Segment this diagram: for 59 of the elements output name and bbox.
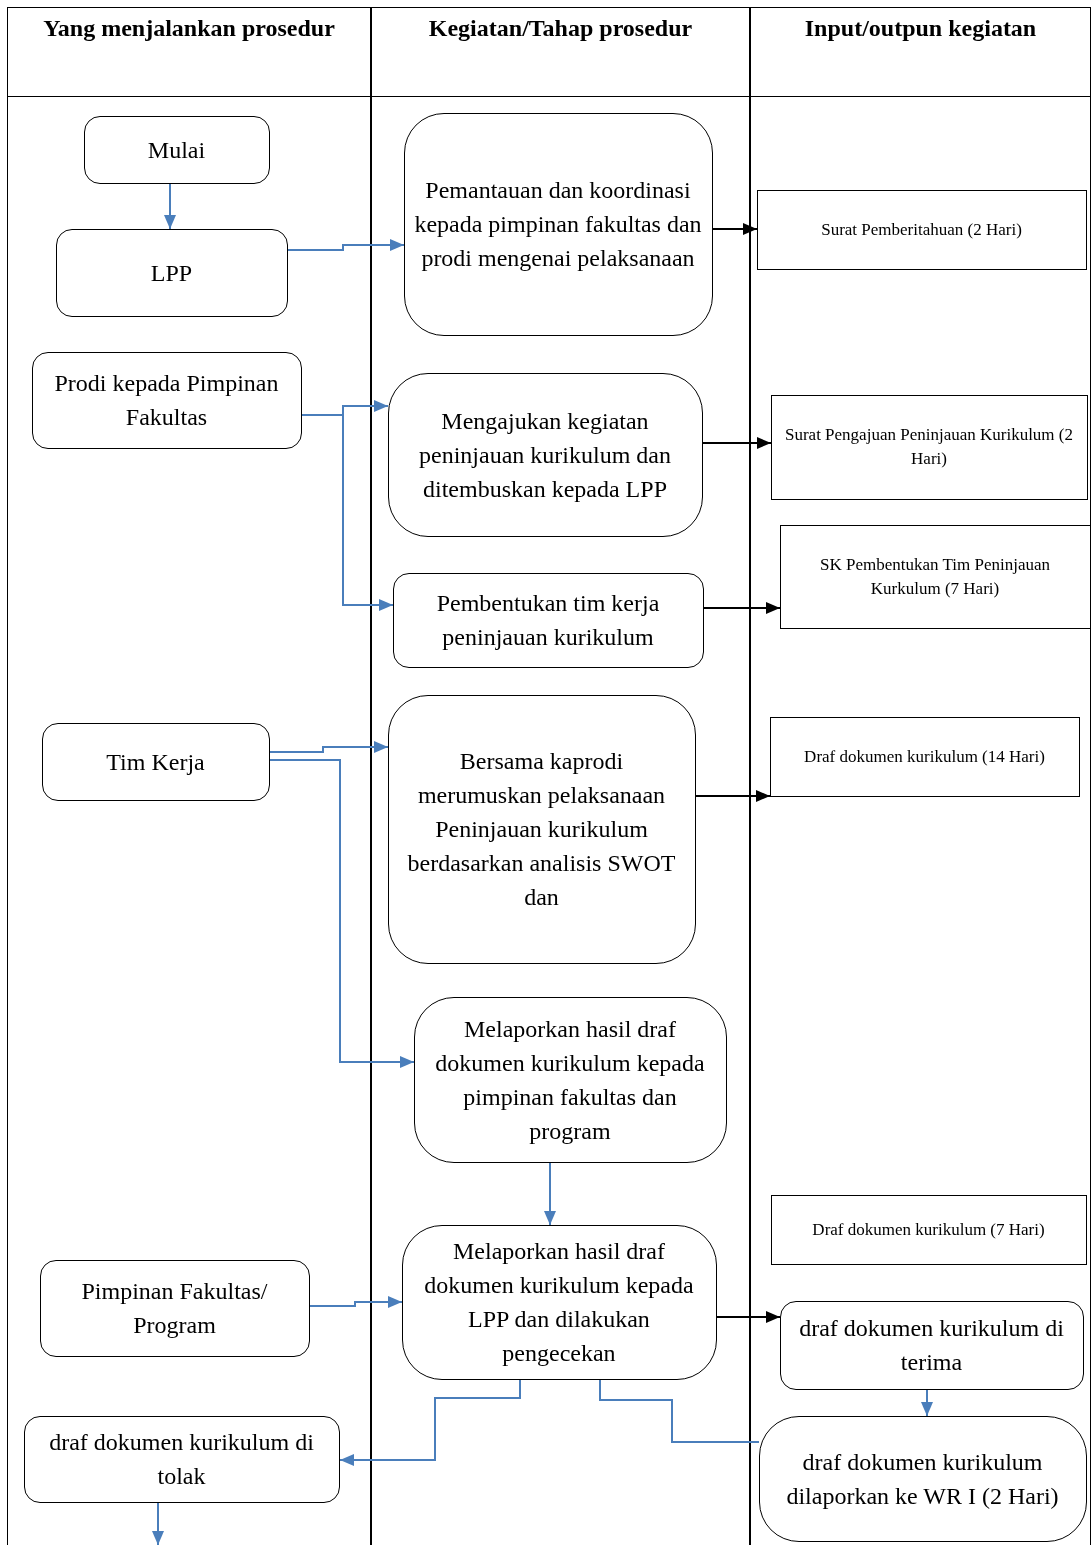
document-box xyxy=(756,189,1087,270)
arrow xyxy=(287,239,405,251)
arrow xyxy=(702,437,772,449)
node-text: Prodi kepada Pimpinan Fakultas xyxy=(53,369,280,432)
actor-box xyxy=(55,228,288,317)
node-text: draf dokumen kurikulum di terima xyxy=(798,1314,1065,1377)
arrow xyxy=(544,1162,556,1226)
node-text: Surat Pengajuan Peninjauan Kurikulum (2 Hari) xyxy=(784,424,1074,470)
node-text: Pemantauan dan koordinasi kepada pimpinan fakultas dan prodi mengenai pelaksanaan xyxy=(413,176,703,273)
arrow xyxy=(309,1296,403,1308)
process-box xyxy=(23,1415,340,1503)
node-text: Pimpinan Fakultas/ Program xyxy=(80,1277,269,1340)
node-text: Tim Kerja xyxy=(106,747,205,777)
node-text: Melaporkan hasil draf dokumen kurikulum kepada LPP dan dilakukan pengecekan xyxy=(423,1237,695,1368)
process-box xyxy=(401,1224,717,1380)
column-header: Yang menjalankan prosedur xyxy=(43,14,335,43)
process-box xyxy=(387,372,703,537)
process-box xyxy=(779,1300,1084,1390)
arrow xyxy=(716,1311,781,1323)
swimlane xyxy=(7,7,371,1545)
process-box xyxy=(758,1415,1087,1542)
node-text: Bersama kaprodi merumuskan pelaksanaan Peninjauan kurikulum berdasarkan analisis SWOT dan xyxy=(406,747,677,912)
column-header: Input/outpun kegiatan xyxy=(804,14,1037,43)
arrow xyxy=(712,223,758,235)
document-box xyxy=(779,524,1091,629)
node-text: LPP xyxy=(150,258,193,288)
node-text: Draf dokumen kurikulum (14 Hari) xyxy=(804,745,1045,768)
process-box xyxy=(392,572,704,668)
arrow xyxy=(269,759,415,1068)
column-header: Kegiatan/Tahap prosedur xyxy=(428,14,693,43)
arrow xyxy=(152,1502,164,1545)
arrow xyxy=(269,741,389,753)
node-text: Pembentukan tim kerja peninjauan kurikulum xyxy=(435,589,661,652)
node-text: draf dokumen kurikulum dilaporkan ke WR I (2 Hari) xyxy=(785,1447,1060,1511)
document-box xyxy=(770,1194,1087,1265)
process-box xyxy=(403,112,713,336)
arrow xyxy=(164,183,176,230)
node-text: Surat Pemberitahuan (2 Hari) xyxy=(821,218,1022,241)
process-box xyxy=(387,694,696,964)
arrow xyxy=(339,1379,521,1466)
arrow xyxy=(695,790,771,802)
swimlane xyxy=(750,7,1091,1545)
process-box xyxy=(413,996,727,1163)
document-box xyxy=(770,394,1088,500)
node-text: Melaporkan hasil draf dokumen kurikulum kepada pimpinan fakultas dan program xyxy=(434,1014,706,1146)
arrow xyxy=(703,602,781,614)
node-text: Mulai xyxy=(147,135,206,165)
actor-box xyxy=(31,351,302,449)
connector-line xyxy=(599,1379,760,1443)
swimlane xyxy=(371,7,750,1545)
node-text: draf dokumen kurikulum di tolak xyxy=(48,1428,315,1491)
actor-box xyxy=(41,722,270,801)
node-text: Draf dokumen kurikulum (7 Hari) xyxy=(812,1218,1045,1241)
node-text: Mengajukan kegiatan peninjauan kurikulum dan ditembuskan kepada LPP xyxy=(418,406,672,504)
document-box xyxy=(769,716,1080,797)
actor-box xyxy=(39,1259,310,1357)
terminal-box xyxy=(83,115,270,184)
node-text: SK Pembentukan Tim Peninjauan Kurkulum (7 Hari) xyxy=(819,553,1051,600)
arrow xyxy=(921,1389,933,1417)
